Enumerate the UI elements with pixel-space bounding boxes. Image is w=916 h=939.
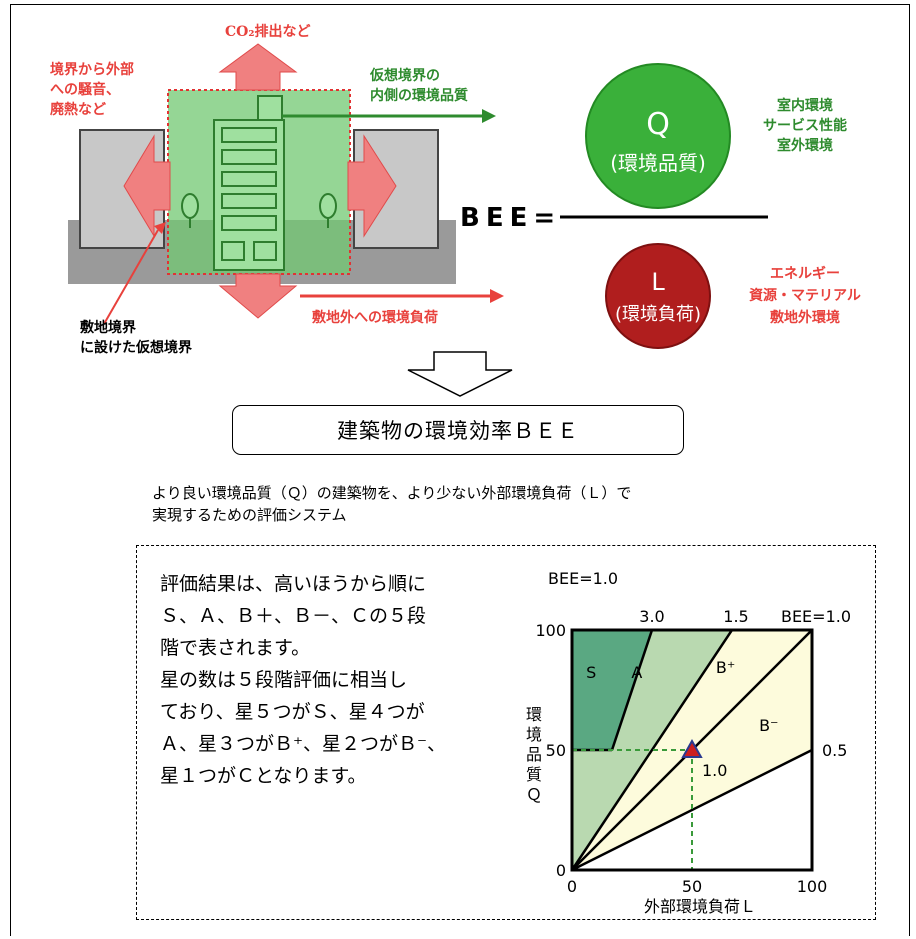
x-tick-label: 50: [682, 877, 702, 896]
x-tick-label: 0: [567, 877, 577, 896]
boundary-label-2: に設けた仮想境界: [80, 339, 193, 356]
bee-line: [571, 748, 813, 872]
bee-line: [570, 629, 734, 871]
x-axis-label: 外部環境負荷Ｌ: [644, 897, 756, 916]
noise-label-2: への騒音、: [50, 81, 120, 98]
noise-label-1: 境界から外部: [50, 61, 134, 78]
rating-line: 星１つがＣとなります。: [160, 765, 367, 787]
tree-icon: [181, 193, 337, 228]
bee-line: [610, 629, 654, 751]
y-tick-label: 0: [556, 861, 566, 880]
rating-line: Ｓ、Ａ、Ｂ＋、Ｂ－、Ｃの５段: [160, 605, 427, 627]
y-tick-label: 50: [546, 741, 566, 760]
description-line: 実現するための評価システム: [152, 506, 347, 524]
q-circle: [585, 63, 731, 209]
l-item-2: 資源・マテリアル: [749, 287, 861, 304]
co2-label: CO₂排出など: [225, 23, 310, 40]
y-tick-label: 100: [535, 621, 566, 640]
q-item-3: 室外環境: [777, 137, 833, 154]
region-label-b-minus: B⁻: [759, 716, 778, 735]
bee-line-label: BEE=1.0: [781, 607, 851, 626]
region-label-a: A: [631, 663, 642, 682]
y-axis-label: 環境品質Ｑ: [526, 705, 542, 804]
rating-box: [136, 545, 876, 920]
main-building: [213, 95, 285, 271]
outflow-arrows: [123, 43, 397, 319]
load-label: 敷地外への環境負荷: [312, 309, 438, 326]
l-letter: L: [651, 268, 665, 296]
boundary-pointer: [103, 229, 159, 325]
boundary-label-1: 敷地境界: [80, 319, 137, 336]
inner-quality-1: 仮想境界の: [369, 67, 440, 84]
inner-bee-label: 1.0: [702, 761, 727, 780]
q-item-1: 室内環境: [777, 97, 833, 114]
region-label-b-plus: B⁺: [716, 658, 735, 677]
rating-line: 階で表されます。: [160, 637, 311, 659]
rating-text: 評価結果は、高いほうから順に Ｓ、Ａ、Ｂ＋、Ｂ－、Ｃの５段 階で表されます。 星…: [160, 568, 500, 792]
top-left-bee-label: BEE=1.0: [548, 569, 618, 588]
q-letter: Q: [646, 107, 670, 142]
outer-frame: [10, 4, 910, 936]
rating-line: Ａ、星３つがＢ⁺、星２つがＢ⁻、: [160, 733, 447, 755]
bee-line-label: 0.5: [822, 741, 847, 760]
l-item-1: エネルギー: [770, 265, 840, 282]
description: より良い環境品質（Ｑ）の建築物を、より少ない外部環境負荷（Ｌ）で 実現するための…: [152, 482, 852, 526]
l-item-3: 敷地外環境: [770, 309, 840, 326]
x-tick-label: 100: [797, 877, 828, 896]
q-item-2: サービス性能: [763, 117, 847, 134]
description-line: より良い環境品質（Ｑ）の建築物を、より少ない外部環境負荷（Ｌ）で: [152, 484, 632, 502]
plot-frame: [570, 628, 814, 872]
bee-line-label: 3.0: [639, 607, 664, 626]
down-arrow-icon: [407, 351, 513, 397]
bee-label: BEE=: [460, 203, 561, 233]
l-circle: [605, 243, 711, 349]
l-sub: (環境負荷): [615, 304, 701, 325]
region-s: [572, 630, 652, 750]
rating-line: ており、星５つがＳ、星４つが: [160, 701, 425, 723]
noise-label-3: 廃熱など: [50, 101, 106, 118]
q-sub: (環境品質): [610, 151, 706, 175]
inner-quality-2: 内側の環境品質: [370, 87, 468, 104]
target-marker: [681, 738, 703, 758]
rating-line: 星の数は５段階評価に相当し: [160, 669, 408, 691]
bee-chart: 0 50 100 0 50 100 3.0 1.5 BEE=1.0 0.5 1.0 S A B⁺ B⁻ BE…: [526, 569, 851, 916]
region-label-s: S: [586, 663, 596, 682]
rating-line: 評価結果は、高いほうから順に: [160, 573, 427, 595]
bee-illustration: CO₂排出など 境界から外部 への騒音、 廃熱など 仮想境界の 内側の環境品質 …: [50, 23, 861, 356]
bee-line-label: 1.5: [723, 607, 748, 626]
bee-title-box: 建築物の環境効率ＢＥＥ: [232, 405, 684, 455]
